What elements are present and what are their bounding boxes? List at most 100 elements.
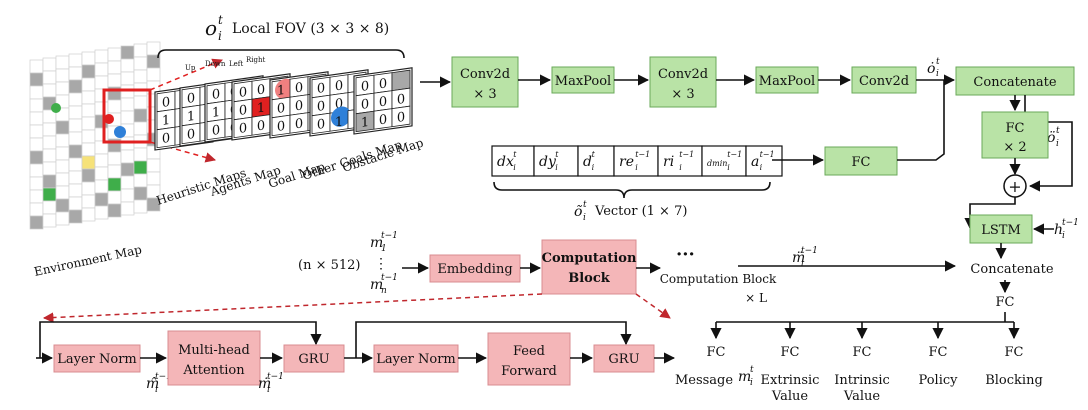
fov-cell-value: 0 bbox=[317, 81, 325, 97]
svg-text:GRU: GRU bbox=[608, 352, 639, 367]
environment-map-label: Environment Map bbox=[33, 242, 144, 279]
fov-cell-value: 0 bbox=[187, 127, 195, 143]
env-cell bbox=[146, 41, 161, 56]
env-cell bbox=[68, 209, 83, 224]
env-cell bbox=[107, 73, 122, 88]
svg-text:FC: FC bbox=[1005, 345, 1024, 360]
env-cell bbox=[55, 172, 70, 187]
computation-block-l: Computation Block bbox=[660, 272, 777, 286]
svg-text:m̈: m̈ bbox=[792, 250, 805, 266]
fov-cell bbox=[391, 69, 411, 92]
fov-brace bbox=[157, 49, 405, 59]
svg-text:t: t bbox=[1056, 126, 1060, 136]
env-cell bbox=[120, 58, 135, 73]
vector-brace bbox=[493, 181, 771, 199]
fov-cell-value: 0 bbox=[239, 103, 247, 119]
fov-map-stack: 0001000000001000000001000000000100011000… bbox=[154, 67, 413, 151]
message-out-label: m t i bbox=[738, 365, 754, 388]
env-cell bbox=[81, 142, 96, 157]
env-cell bbox=[133, 121, 148, 136]
env-cell bbox=[120, 188, 135, 203]
svg-text:i: i bbox=[679, 163, 682, 172]
env-cell bbox=[55, 55, 70, 70]
env-cell bbox=[81, 64, 96, 79]
svg-text:Block: Block bbox=[568, 271, 611, 286]
svg-text:i: i bbox=[1056, 139, 1059, 149]
env-cell bbox=[133, 199, 148, 214]
env-cell bbox=[68, 53, 83, 68]
env-cell bbox=[42, 70, 57, 85]
env-cell bbox=[68, 131, 83, 146]
svg-text:Value: Value bbox=[771, 389, 808, 404]
env-cell bbox=[68, 183, 83, 198]
computation-block-l-count: × L bbox=[745, 291, 767, 305]
fov-cell-value: 1 bbox=[187, 109, 195, 125]
env-cell bbox=[68, 118, 83, 133]
svg-text:Message: Message bbox=[675, 373, 733, 388]
svg-text:dy: dy bbox=[539, 154, 557, 170]
svg-text:t−1: t−1 bbox=[267, 372, 284, 382]
env-cell bbox=[120, 110, 135, 125]
svg-text:Embedding: Embedding bbox=[437, 262, 512, 277]
svg-text:i: i bbox=[1062, 231, 1065, 241]
maxpool-block-2: MaxPool bbox=[755, 66, 819, 94]
env-cell bbox=[120, 162, 135, 177]
svg-text:i: i bbox=[727, 163, 730, 172]
multi-head-attention: Multi-head Attention bbox=[167, 330, 261, 386]
o-ddot-label: ö t i bbox=[1047, 126, 1060, 149]
goal-marker bbox=[51, 103, 61, 113]
feed-forward: Feed Forward bbox=[487, 332, 571, 386]
env-cell bbox=[81, 51, 96, 66]
vector-fc-block: FC bbox=[824, 146, 898, 176]
svg-text:i: i bbox=[155, 385, 158, 395]
env-cell bbox=[29, 137, 44, 152]
other-goal-circle bbox=[331, 106, 351, 127]
env-cell bbox=[120, 175, 135, 190]
env-cell bbox=[68, 157, 83, 172]
svg-text:× 3: × 3 bbox=[671, 87, 694, 102]
env-cell bbox=[55, 185, 70, 200]
env-cell bbox=[133, 56, 148, 71]
fov-highlight bbox=[102, 88, 152, 144]
env-cell bbox=[42, 148, 57, 163]
fov-symbol-sup: t bbox=[218, 13, 223, 27]
env-cell bbox=[29, 189, 44, 204]
svg-text:FC: FC bbox=[853, 345, 872, 360]
svg-text:t: t bbox=[583, 200, 587, 210]
svg-text:i: i bbox=[267, 385, 270, 395]
env-cell bbox=[81, 116, 96, 131]
fov-cell-value: 1 bbox=[212, 105, 220, 121]
env-cell bbox=[133, 186, 148, 201]
svg-text:i: i bbox=[801, 259, 804, 269]
env-cell bbox=[133, 173, 148, 188]
svg-text:i: i bbox=[750, 378, 753, 388]
fov-cell-value: 0 bbox=[257, 118, 265, 134]
env-cell bbox=[146, 171, 161, 186]
fov-cell-value: 0 bbox=[239, 121, 247, 137]
other-agent-marker bbox=[104, 114, 114, 124]
env-cell bbox=[29, 72, 44, 87]
svg-text:Conv2d: Conv2d bbox=[859, 74, 909, 89]
fov-cell-value: 0 bbox=[379, 76, 387, 92]
env-cell bbox=[29, 98, 44, 113]
m-dot-label: ṁ t−1 i bbox=[258, 372, 284, 395]
env-cell bbox=[55, 120, 70, 135]
embedding-block: Embedding bbox=[429, 254, 521, 283]
env-cell bbox=[107, 203, 122, 218]
env-cell bbox=[94, 75, 109, 90]
env-cell bbox=[29, 176, 44, 191]
svg-text:n: n bbox=[381, 286, 387, 296]
svg-text:h: h bbox=[1054, 222, 1063, 238]
svg-text:ṁ: ṁ bbox=[258, 376, 271, 392]
m-hat-label: m̂ t−1 i bbox=[146, 372, 172, 395]
fov-symbol: o bbox=[205, 16, 217, 40]
fov-title: o t i Local FOV (3 × 3 × 8) bbox=[205, 13, 389, 43]
env-cell bbox=[120, 97, 135, 112]
fov-cell-value: 0 bbox=[162, 95, 170, 111]
fov-cell-value: 0 bbox=[361, 97, 369, 113]
env-cell bbox=[68, 144, 83, 159]
fov-cell-value: 0 bbox=[257, 82, 265, 98]
